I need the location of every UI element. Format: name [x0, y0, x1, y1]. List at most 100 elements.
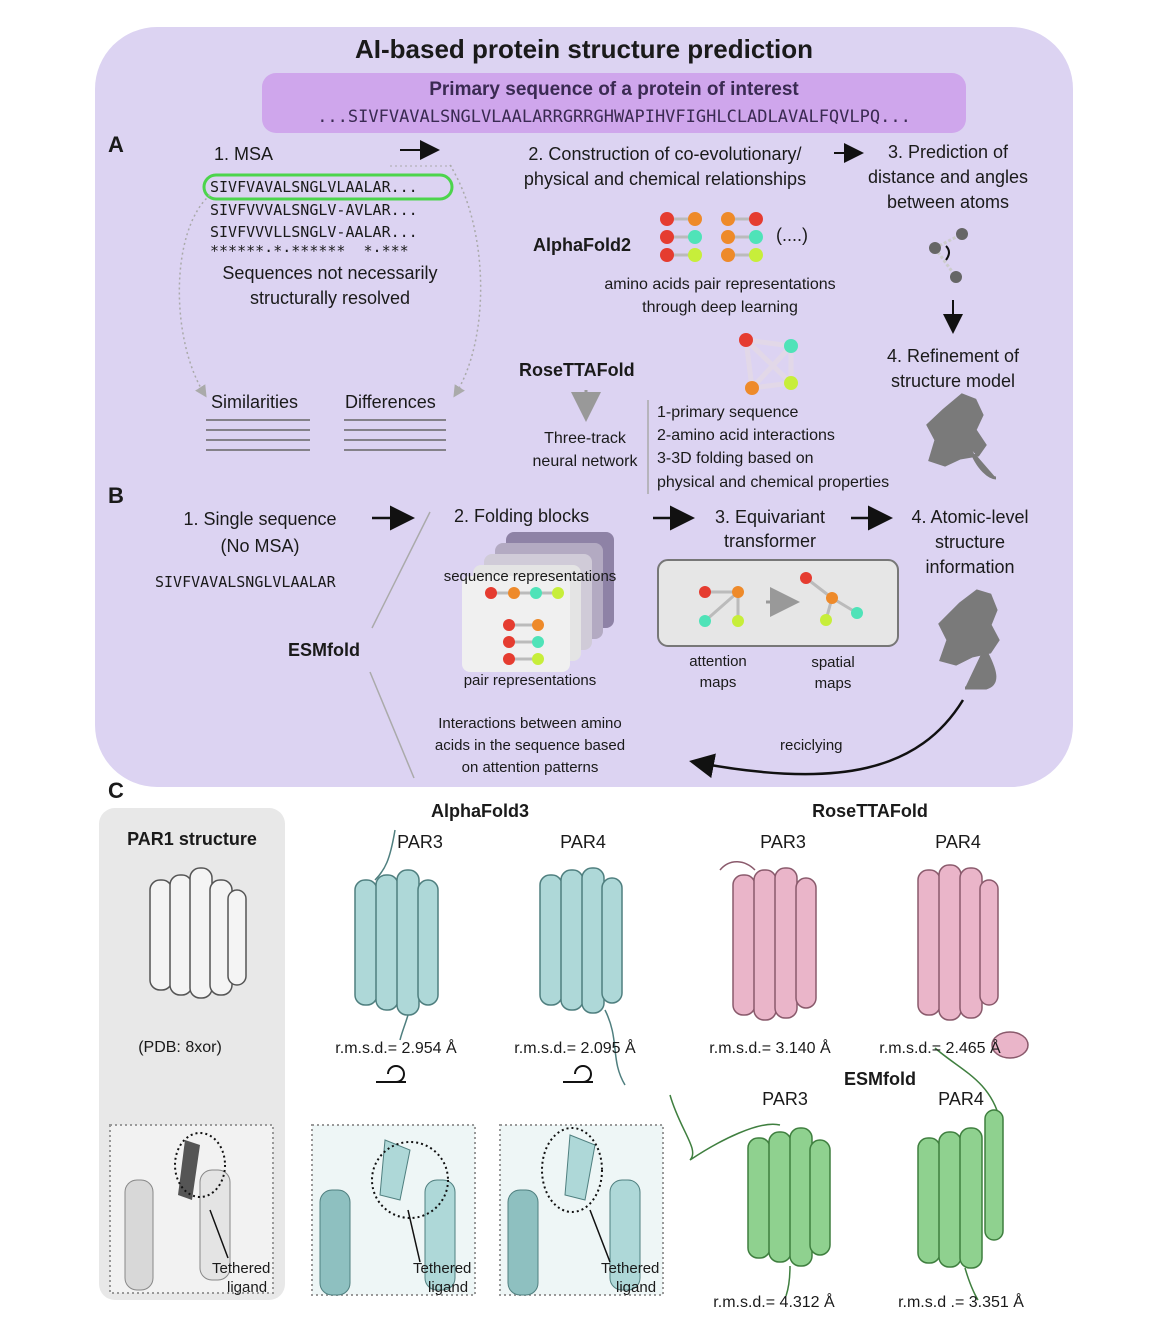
esmfold-line-upper [371, 511, 431, 629]
track-3-detail: physical and chemical properties [657, 474, 890, 491]
spatial-maps-line-1: spatial [811, 654, 855, 671]
rosettafold-title: RoseTTAFold [812, 801, 928, 821]
similarities-lines [206, 419, 310, 451]
af2-ellipsis: (....) [776, 225, 808, 245]
rotation-icon-3 [563, 1065, 593, 1083]
par1-structure [149, 867, 247, 999]
three-track-line-2: neural network [532, 453, 638, 470]
rosettafold-label: RoseTTAFold [519, 360, 635, 380]
tethered-ligand-par1-line-2: ligand [227, 1279, 268, 1296]
step4-line-1: 4. Refinement of [886, 346, 1020, 366]
attention-maps-line-2: maps [699, 674, 737, 691]
esm-par4-structure [917, 1047, 1004, 1301]
single-seq-line-2: (No MSA) [220, 536, 300, 556]
spatial-maps-line-2: maps [814, 675, 852, 692]
differences-lines [344, 419, 446, 451]
msa-line-2: SIVFVVVALSNGLV-AVLAR... [210, 201, 418, 219]
track-3: 3-3D folding based on [657, 450, 814, 467]
tethered-ligand-af3-par3-line-2: ligand [428, 1279, 469, 1296]
rmsd-af3-par4: r.m.s.d.= 2.095 Å [514, 1040, 636, 1057]
equivariant-line-1: 3. Equivariant [714, 507, 826, 527]
folding-blocks-stack [462, 532, 614, 672]
rf-par4-label: PAR4 [935, 832, 981, 852]
alphafold2-label: AlphaFold2 [533, 235, 631, 255]
esmfold-title: ESMfold [844, 1069, 916, 1089]
recycling-arrow [689, 699, 965, 779]
similarities-label: Similarities [211, 392, 299, 412]
inset-af3-par3 [311, 1124, 476, 1296]
interactions-line-3: on attention patterns [461, 759, 599, 776]
msa-label: 1. MSA [214, 144, 274, 164]
atomic-line-2: structure [934, 532, 1006, 552]
interactions-line-2: acids in the sequence based [434, 737, 626, 754]
inset-af3-par4 [499, 1124, 664, 1296]
rf-par3-structure [719, 861, 817, 1021]
equivariant-line-2: transformer [723, 531, 817, 551]
recycling-label: reciclying [780, 737, 843, 754]
rmsd-esm-par4: r.m.s.d .= 3.351 Å [898, 1294, 1024, 1311]
step2-line-2: physical and chemical relationships [523, 169, 807, 189]
rf-par4-structure [917, 864, 1029, 1059]
tethered-ligand-par1-line-1: Tethered [212, 1260, 271, 1277]
attention-maps-line-1: attention [689, 653, 747, 670]
esmfold-label: ESMfold [288, 640, 360, 660]
par1-title: PAR1 structure [127, 829, 257, 849]
step4-line-2: structure model [890, 371, 1016, 391]
rmsd-rf-par3: r.m.s.d.= 3.140 Å [709, 1040, 831, 1057]
sequence-box: Primary sequence of a protein of interes… [262, 73, 966, 133]
step3-line-3: between atoms [886, 192, 1010, 212]
track-2: 2-amino acid interactions [657, 427, 835, 444]
differences-label: Differences [345, 392, 436, 412]
equivariant-transformer-box [657, 559, 899, 647]
esmfold-line-lower [369, 671, 415, 779]
step2-line-1: 2. Construction of co-evolutionary/ [528, 144, 802, 164]
sequence-representations-label: sequence representations [443, 568, 617, 585]
protein-silhouette-b [938, 589, 1000, 690]
figure-title: AI-based protein structure prediction [355, 34, 813, 64]
af3-par4-label: PAR4 [560, 832, 606, 852]
single-seq-text: SIVFVAVALSNGLVLAALAR [155, 573, 336, 591]
panel-b-letter: B [108, 483, 124, 508]
af3-par4-structure [539, 867, 626, 1086]
rotation-icon-2 [376, 1065, 406, 1083]
esm-par3-structure [669, 1094, 831, 1297]
af2-note-line-2: through deep learning [642, 299, 798, 316]
rmsd-rf-par4: r.m.s.d.= 2.465 Å [879, 1040, 1001, 1057]
af2-note-line-1: amino acids pair representations [604, 276, 836, 293]
af2-pair-dots [660, 212, 763, 262]
sequence-text: ...SIVFVAVALSNGLVLAALARRGRRGHWAPIHVFIGHL… [317, 107, 911, 127]
msa-line-1: SIVFVAVALSNGLVLAALAR... [210, 178, 418, 196]
rmsd-af3-par3: r.m.s.d.= 2.954 Å [335, 1040, 457, 1057]
msa-note-line-2: structurally resolved [249, 288, 411, 308]
inset-par1 [109, 1124, 274, 1294]
af3-par3-structure [354, 829, 439, 1041]
three-track-line-1: Three-track [544, 430, 626, 447]
rmsd-esm-par3: r.m.s.d.= 4.312 Å [713, 1294, 835, 1311]
msa-note-line-1: Sequences not necessarily [222, 263, 438, 283]
rf-par3-label: PAR3 [760, 832, 806, 852]
rosettafold-graph [739, 333, 798, 395]
atom-distance-icon [929, 228, 968, 283]
atomic-line-1: 4. Atomic-level [911, 507, 1029, 527]
msa-highlight [202, 173, 454, 201]
protein-silhouette-a [926, 393, 997, 480]
single-seq-line-1: 1. Single sequence [183, 509, 337, 529]
alphafold3-title: AlphaFold3 [431, 801, 529, 821]
af3-par3-label: PAR3 [397, 832, 443, 852]
interactions-line-1: Interactions between amino [438, 715, 622, 732]
tethered-ligand-af3-par4-line-2: ligand [616, 1279, 657, 1296]
track-1: 1-primary sequence [657, 404, 799, 421]
atomic-line-3: information [925, 557, 1015, 577]
folding-blocks-label: 2. Folding blocks [454, 506, 590, 526]
esm-par3-label: PAR3 [762, 1089, 808, 1109]
panel-a-letter: A [108, 132, 124, 157]
step3-line-1: 3. Prediction of [887, 142, 1009, 162]
tethered-ligand-af3-par3-line-1: Tethered [413, 1260, 472, 1277]
panel-c-letter: C [108, 778, 124, 803]
msa-conservation: ******·*·****** *·*** [210, 242, 409, 260]
msa-line-3: SIVFVVVLLSNGLV-AALAR... [210, 223, 418, 241]
esm-par4-label: PAR4 [938, 1089, 984, 1109]
sequence-heading: Primary sequence of a protein of interes… [429, 79, 799, 100]
